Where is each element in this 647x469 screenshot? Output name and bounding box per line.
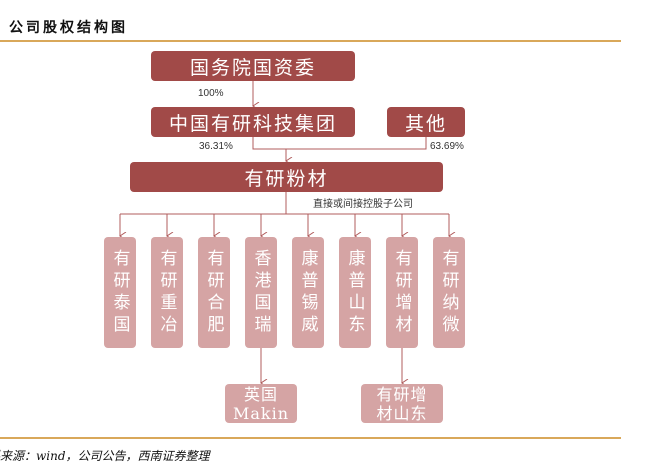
node-child: 有研合肥 (198, 237, 230, 348)
label-subsidiaries: 直接或间接控股子公司 (313, 199, 413, 210)
node-shandong: 有研增材山东 (361, 384, 443, 423)
node-sasac: 国务院国资委 (151, 51, 355, 81)
node-company: 有研粉材 (130, 162, 443, 192)
node-child: 香港国瑞 (245, 237, 277, 348)
node-makin: 英国Makin (225, 384, 297, 423)
node-child: 有研泰国 (104, 237, 136, 348)
node-child: 有研重冶 (151, 237, 183, 348)
label-100: 100% (198, 88, 224, 99)
node-child: 有研增材 (386, 237, 418, 348)
top-divider (0, 40, 621, 42)
page-title: 公司股权结构图 (9, 20, 128, 36)
label-group-share: 36.31% (199, 141, 233, 152)
node-child: 康普锡威 (292, 237, 324, 348)
node-others: 其他 (387, 107, 465, 137)
node-group: 中国有研科技集团 (151, 107, 355, 137)
source-note: 资料来源：wind，公司公告，西南证券整理 (0, 449, 210, 463)
bottom-divider (0, 437, 621, 439)
node-child: 有研纳微 (433, 237, 465, 348)
node-child: 康普山东 (339, 237, 371, 348)
label-others-share: 63.69% (430, 141, 464, 152)
